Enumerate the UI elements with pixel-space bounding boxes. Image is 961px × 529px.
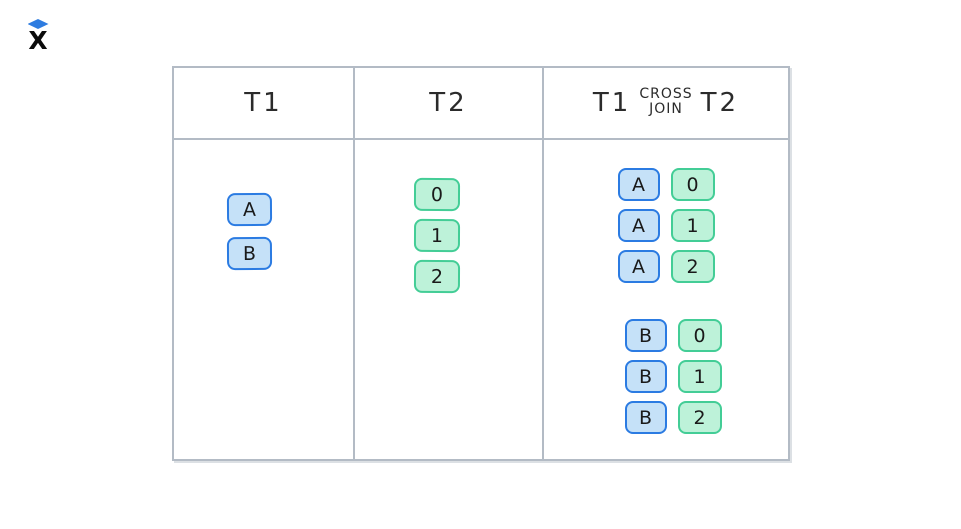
cross-head-left: T1 — [592, 88, 632, 118]
t1-value-box: A — [226, 192, 273, 227]
pair-left-box: B — [624, 401, 667, 434]
cross-join-group-b: B 0 B 1 B 2 — [624, 319, 722, 434]
header-t2: T2 — [355, 68, 544, 140]
t1-value-box: B — [226, 236, 273, 271]
pair-right-box: 2 — [670, 250, 715, 283]
pair-left-box: B — [624, 319, 667, 352]
pair-right-box: 2 — [677, 401, 722, 434]
pair-left-box: A — [617, 209, 660, 242]
logo-diamond-icon — [27, 19, 49, 29]
t2-value-box: 0 — [413, 177, 461, 212]
pair-right-box: 1 — [670, 209, 715, 242]
t2-value-stack: 0 1 2 — [355, 177, 519, 294]
pair-right-box: 0 — [670, 168, 715, 201]
logo: X — [26, 19, 50, 55]
cross-join-operator: CROSS JOIN — [639, 87, 692, 117]
result-pair: A 0 — [617, 168, 715, 201]
result-pair: A 2 — [617, 250, 715, 283]
pair-right-box: 0 — [677, 319, 722, 352]
logo-letter: X — [28, 26, 48, 55]
cross-join-group-a: A 0 A 1 A 2 — [617, 168, 715, 283]
result-pair: B 2 — [624, 401, 722, 434]
pair-left-box: A — [617, 168, 660, 201]
t1-column: A B — [174, 140, 355, 459]
pair-right-box: 1 — [677, 360, 722, 393]
result-pair: B 0 — [624, 319, 722, 352]
result-pair: B 1 — [624, 360, 722, 393]
header-t1: T1 — [174, 68, 355, 140]
t2-value-box: 1 — [413, 218, 461, 253]
cross-join-column: A 0 A 1 A 2 B — [544, 140, 788, 459]
result-pair: A 1 — [617, 209, 715, 242]
operator-word-cross: CROSS — [639, 86, 693, 102]
table-header-row: T1 T2 T1 CROSS JOIN T2 — [174, 68, 788, 140]
header-cross-join: T1 CROSS JOIN T2 — [544, 68, 788, 140]
t1-value-stack: A B — [174, 192, 325, 271]
cross-head-right: T2 — [700, 88, 740, 118]
table-body-row: A B 0 1 2 A 0 — [174, 140, 788, 459]
t2-column: 0 1 2 — [355, 140, 544, 459]
cross-join-result: A 0 A 1 A 2 B — [544, 168, 788, 434]
t2-value-box: 2 — [413, 259, 461, 294]
pair-left-box: B — [624, 360, 667, 393]
join-example-table: T1 T2 T1 CROSS JOIN T2 A B — [172, 66, 790, 461]
pair-left-box: A — [617, 250, 660, 283]
operator-word-join: JOIN — [649, 101, 683, 117]
